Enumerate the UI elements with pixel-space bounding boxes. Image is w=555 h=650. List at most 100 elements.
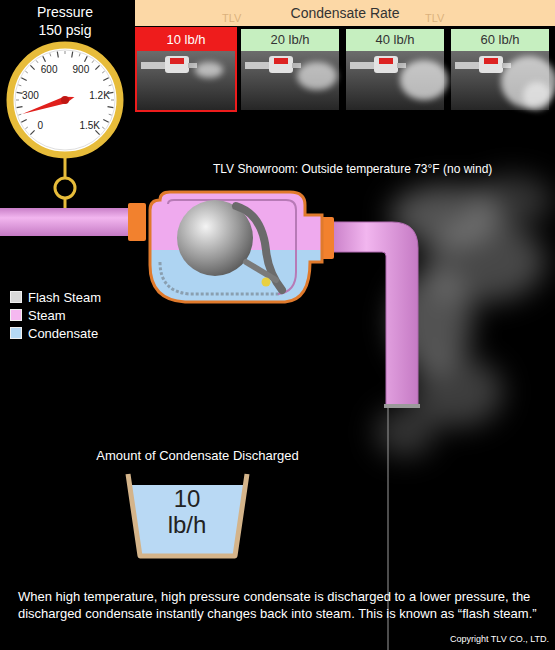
gauge-tick <box>111 100 114 101</box>
legend-row: Condensate <box>10 324 101 342</box>
trap-outline <box>150 192 322 302</box>
gauge-tick <box>18 84 21 86</box>
photo-pipe <box>141 62 169 69</box>
photo-steam <box>400 60 448 100</box>
gauge-number: 600 <box>41 63 58 74</box>
gauge-hub <box>61 96 69 104</box>
gauge-tick <box>109 114 112 116</box>
watermark: TLV <box>222 12 241 24</box>
valve-seat <box>262 278 271 287</box>
rate-label: 10 lb/h <box>137 29 235 51</box>
gauge-tick <box>102 127 104 129</box>
steam-puff <box>472 175 552 225</box>
gauge-tick <box>103 120 108 123</box>
gauge-number: 900 <box>73 63 90 74</box>
trap-cover <box>168 200 296 294</box>
legend-swatch <box>10 291 22 303</box>
gauge-number: 1.5K <box>79 119 100 130</box>
photo-pipe <box>350 62 378 69</box>
photo <box>137 51 235 110</box>
gauge-tick <box>102 71 104 73</box>
photo-nozzle <box>188 63 197 68</box>
gauge-number: 1.2K <box>89 89 110 100</box>
condensate-rate-band: Condensate Rate <box>135 0 555 26</box>
gauge-tick <box>109 84 112 86</box>
gauge-tick <box>57 52 58 58</box>
gauge-siphon <box>55 178 75 198</box>
rate-label: 20 lb/h <box>241 29 339 51</box>
photo-trap-label <box>379 58 393 64</box>
photo-note: TLV Showroom: Outside temperature 73°F (… <box>213 162 492 176</box>
bucket-wall <box>128 474 247 556</box>
photo-steam <box>523 82 551 110</box>
gauge-tick <box>21 78 26 81</box>
photo <box>241 51 339 110</box>
watermark: TLV <box>425 12 444 24</box>
legend-swatch <box>10 327 22 339</box>
gauge-heading: Pressure 150 psig <box>29 3 101 39</box>
gauge-tick <box>95 65 99 69</box>
gauge-tick <box>21 120 26 123</box>
gauge-number: 0 <box>37 119 43 130</box>
photo-pipe <box>455 62 483 69</box>
photo-nozzle <box>292 63 301 68</box>
rate-label: 40 lb/h <box>346 29 444 51</box>
copyright: Copyright TLV CO., LTD. <box>450 634 549 644</box>
gauge-rim <box>15 50 115 150</box>
gauge-tick <box>65 51 66 54</box>
gauge-tick <box>49 53 51 56</box>
gauge-tick <box>16 100 19 101</box>
inlet-pipe <box>0 208 138 236</box>
steam-puff <box>375 407 435 457</box>
bucket-water <box>130 485 245 554</box>
rate-label: 60 lb/h <box>451 29 549 51</box>
gauge-tick <box>36 60 38 62</box>
photo-steam <box>195 62 223 78</box>
photo <box>451 51 555 110</box>
bucket-amount: 10 lb/h <box>157 486 217 538</box>
legend: Flash SteamSteamCondensate <box>10 288 101 342</box>
gauge-face <box>10 45 120 155</box>
photo-background <box>137 51 235 110</box>
gauge-number: 300 <box>22 89 39 100</box>
discharge-bucket: Amount of Condensate Discharged 10 lb/h <box>85 448 310 560</box>
bucket-heading: Amount of Condensate Discharged <box>85 448 310 464</box>
gauge-tick <box>108 107 114 108</box>
legend-text: Flash Steam <box>28 290 101 305</box>
lever-arm <box>246 262 276 280</box>
gauge-tick <box>95 130 99 134</box>
photo-nozzle <box>397 63 406 68</box>
gauge-tick <box>103 78 108 81</box>
photo-trap-label <box>170 58 184 64</box>
gauge-tick <box>30 65 34 69</box>
rate-panel: 20 lb/h <box>241 29 339 110</box>
photo-steam <box>297 62 337 90</box>
gauge-stem <box>64 156 67 178</box>
legend-row: Flash Steam <box>10 288 101 306</box>
legend-row: Steam <box>10 306 101 324</box>
legend-text: Condensate <box>28 326 98 341</box>
legend-swatch <box>10 309 22 321</box>
rate-panel: 40 lb/h <box>346 29 444 110</box>
gauge-tick <box>92 60 94 62</box>
band-heading: Condensate Rate <box>135 0 555 26</box>
gauge-tick <box>25 127 27 129</box>
gauge-tick <box>18 114 21 116</box>
gauge-tick <box>85 56 88 61</box>
legend-text: Steam <box>28 308 66 323</box>
gauge-stem <box>64 198 67 208</box>
flange <box>128 203 146 241</box>
gauge-tick <box>17 92 23 93</box>
outlet-pipe <box>332 222 418 406</box>
caption: When high temperature, high pressure con… <box>18 588 548 622</box>
gauge-tick <box>30 130 34 134</box>
pipe-end <box>384 404 420 408</box>
photo-trap-label <box>484 58 498 64</box>
photo-background <box>241 51 339 110</box>
gauge-tick <box>72 52 73 58</box>
lever <box>236 206 282 290</box>
gauge-tick <box>79 53 81 56</box>
photo-trap <box>374 56 398 73</box>
rate-panel: 60 lb/h <box>451 29 549 110</box>
